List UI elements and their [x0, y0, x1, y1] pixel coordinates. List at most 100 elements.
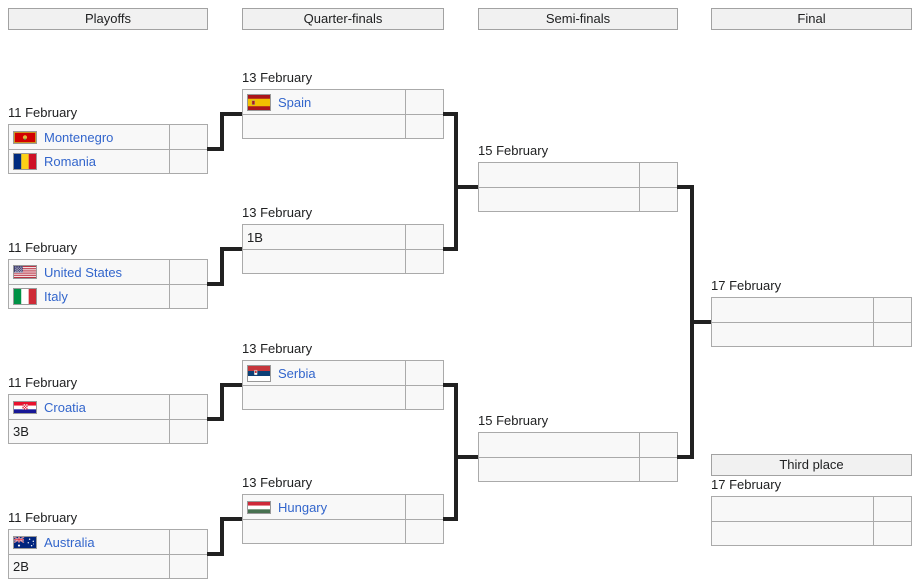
match-box [478, 432, 678, 482]
connector-segment [443, 517, 458, 521]
team-row: 3B [9, 419, 207, 443]
team-name[interactable]: Croatia [44, 399, 86, 415]
team-row [243, 385, 443, 409]
match-box: Montenegro Romania [8, 124, 208, 174]
team-row: Montenegro [9, 125, 207, 149]
match-quarterfinal-1: 13 February Spain [242, 70, 444, 139]
team-row [712, 322, 911, 346]
score-cell [169, 260, 207, 284]
score-cell [873, 522, 911, 545]
match-date: 17 February [711, 477, 782, 492]
team-row: Serbia [243, 361, 443, 385]
team-row [479, 187, 677, 211]
team-name[interactable]: Australia [44, 534, 95, 550]
flag-hungary-icon[interactable] [247, 500, 271, 514]
flag-montenegro-icon[interactable] [13, 130, 37, 144]
match-semifinal-2: 15 February [478, 413, 678, 482]
connector-segment [443, 247, 458, 251]
flag-united-states-icon[interactable] [13, 265, 37, 279]
team-row: Romania [9, 149, 207, 173]
match-quarterfinal-3: 13 February Serbia [242, 341, 444, 410]
connector-segment [207, 417, 224, 421]
match-box [478, 162, 678, 212]
team-row [479, 163, 677, 187]
team-row [479, 457, 677, 481]
match-box: Spain [242, 89, 444, 139]
team-row: Italy [9, 284, 207, 308]
team-row [243, 249, 443, 273]
score-cell [169, 395, 207, 419]
connector-segment [677, 185, 694, 189]
match-date: 11 February [8, 375, 78, 390]
score-cell [405, 90, 443, 114]
score-cell [169, 530, 207, 554]
match-playoff-2: 11 February United States Italy [8, 240, 208, 309]
flag-australia-icon[interactable] [13, 535, 37, 549]
team-name[interactable]: Hungary [278, 499, 328, 515]
connector-segment [443, 112, 458, 116]
flag-spain-icon[interactable] [247, 93, 271, 111]
score-cell [169, 125, 207, 149]
flag-croatia-icon[interactable] [13, 400, 37, 414]
connector-segment [454, 112, 458, 251]
flag-romania-icon[interactable] [13, 153, 37, 170]
match-date: 11 February [8, 105, 78, 120]
match-date: 11 February [8, 510, 78, 525]
connector-segment [207, 282, 224, 286]
team-name[interactable]: Spain [278, 94, 312, 110]
match-box: United States Italy [8, 259, 208, 309]
score-cell [405, 495, 443, 519]
flag-serbia-icon[interactable] [247, 364, 271, 382]
team-row [712, 497, 911, 521]
team-name: 3B [13, 424, 29, 439]
team-row: United States [9, 260, 207, 284]
team-row [243, 114, 443, 138]
match-date: 17 February [711, 278, 782, 293]
connector-segment [443, 383, 458, 387]
round-header-semi-finals: Semi-finals [478, 8, 678, 30]
match-box: Croatia 3B [8, 394, 208, 444]
round-header-playoffs: Playoffs [8, 8, 208, 30]
team-name[interactable]: Italy [44, 289, 68, 304]
connector-segment [220, 247, 224, 286]
match-quarterfinal-4: 13 February Hungary [242, 475, 444, 544]
score-cell [405, 225, 443, 249]
match-quarterfinal-2: 13 February 1B [242, 205, 444, 274]
connector-segment [454, 455, 478, 459]
team-row: Croatia [9, 395, 207, 419]
round-header-final: Final [711, 8, 912, 30]
score-cell [169, 420, 207, 443]
match-playoff-1: 11 February Montenegro Romania [8, 105, 208, 174]
team-row [712, 298, 911, 322]
team-row: Hungary [243, 495, 443, 519]
team-name[interactable]: Serbia [278, 365, 316, 381]
match-date: 15 February [478, 143, 549, 158]
match-box: Serbia [242, 360, 444, 410]
team-name[interactable]: Montenegro [44, 129, 114, 145]
flag-italy-icon[interactable] [13, 288, 37, 305]
team-row: 2B [9, 554, 207, 578]
match-playoff-4: 11 February Australia 2B [8, 510, 208, 579]
score-cell [639, 163, 677, 187]
match-box [711, 496, 912, 546]
team-name[interactable]: Romania [44, 154, 97, 169]
match-date: 13 February [242, 341, 313, 356]
match-box [711, 297, 912, 347]
team-name: 1B [247, 229, 263, 245]
team-row [479, 433, 677, 457]
score-cell [639, 188, 677, 211]
round-header-quarter-finals: Quarter-finals [242, 8, 444, 30]
match-box: Hungary [242, 494, 444, 544]
score-cell [639, 433, 677, 457]
score-cell [639, 458, 677, 481]
connector-segment [454, 383, 458, 521]
score-cell [873, 323, 911, 346]
score-cell [405, 115, 443, 138]
connector-segment [220, 383, 224, 421]
team-name: 2B [13, 559, 29, 574]
match-date: 13 February [242, 70, 313, 85]
match-final: 17 February [711, 278, 912, 347]
connector-segment [220, 383, 242, 387]
team-name[interactable]: United States [44, 264, 123, 280]
